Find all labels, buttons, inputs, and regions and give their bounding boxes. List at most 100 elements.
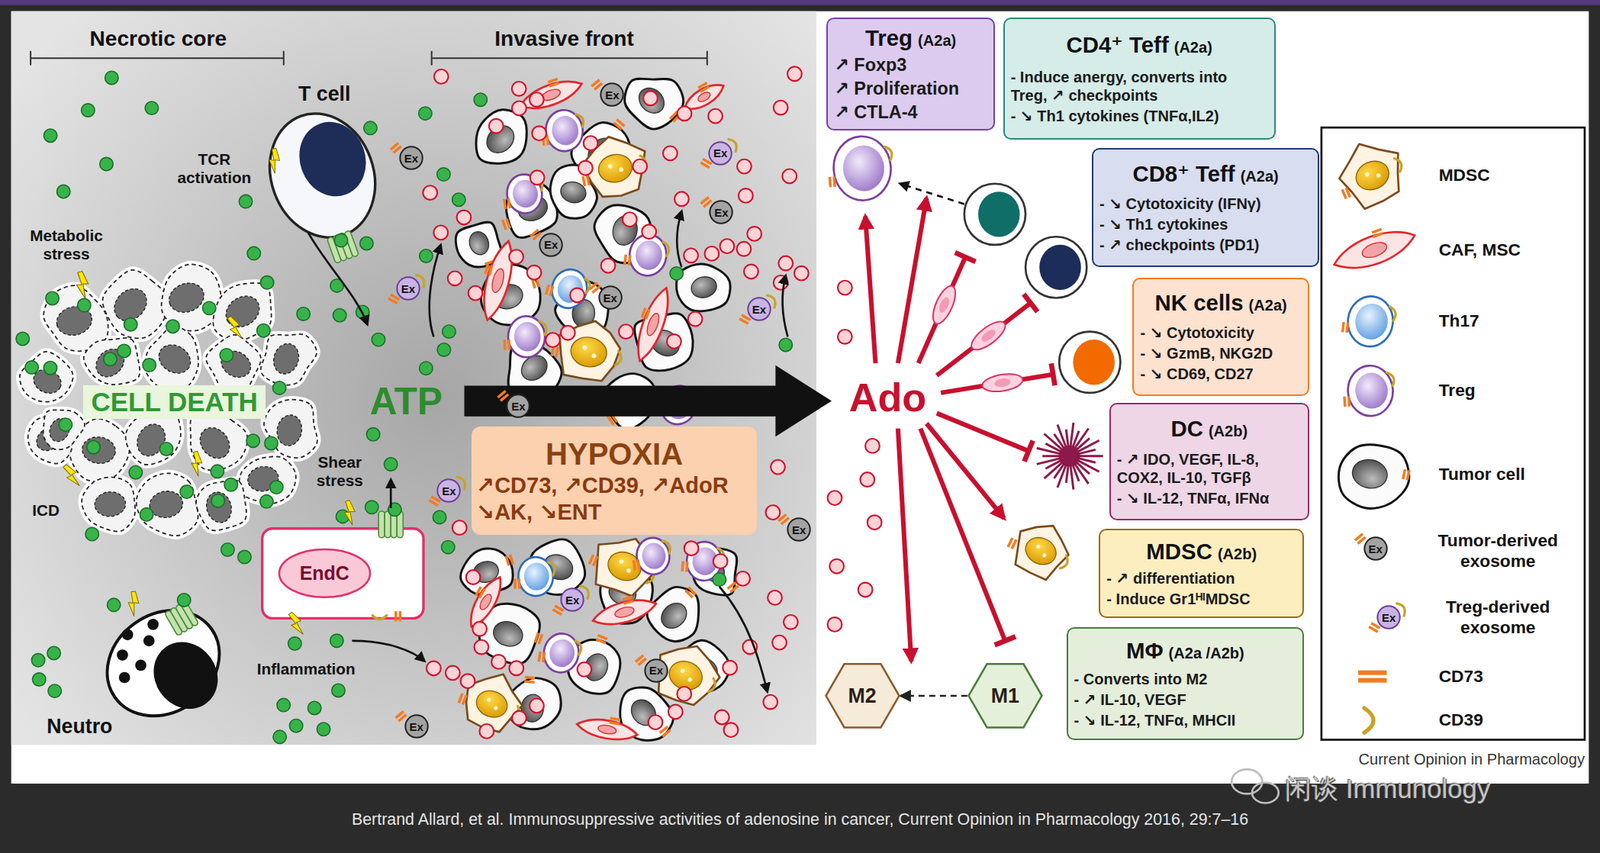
- nk-cell-membrane: [1059, 331, 1121, 393]
- dead-cell: [125, 411, 181, 465]
- pink-treg-membrane: [967, 316, 1010, 355]
- caf-cell: [589, 589, 659, 631]
- legend-label: Treg-derived exosome: [1421, 596, 1575, 639]
- mdsc-cell: [574, 130, 654, 203]
- dead-cell-membrane: [260, 334, 317, 386]
- cd73-bar: [428, 498, 439, 507]
- legend-anchor: Tumor cell: [1439, 463, 1526, 485]
- atp-dot: [473, 93, 487, 107]
- dead-cell-nucleus: [164, 278, 209, 318]
- atp-dot: [47, 646, 61, 660]
- stress-bolt: [123, 589, 142, 616]
- cd73-bar: [524, 676, 536, 680]
- mdsc-nucleus: [595, 151, 635, 185]
- cd73-marker: [503, 339, 512, 351]
- cd73-bar: [585, 175, 591, 187]
- cd73-bar: [606, 415, 615, 426]
- atp-dot: [437, 167, 451, 181]
- atp-dot: [58, 418, 72, 432]
- pink-treg-nucleus: [979, 327, 998, 345]
- label-anchor: Shear stress: [305, 453, 374, 490]
- cd73-marker: [513, 578, 521, 590]
- exosome-disc: [507, 395, 530, 418]
- legend-label: CAF, MSC: [1439, 239, 1521, 261]
- cd73-bar: [687, 585, 697, 596]
- label-anchor: Necrotic core: [90, 26, 227, 52]
- legend-icon: [1327, 218, 1420, 278]
- box-header: NK cells(A2a): [1139, 289, 1301, 316]
- caf-membrane: [575, 715, 639, 744]
- atp-dot: [246, 434, 260, 448]
- pink-treg-membrane: [981, 371, 1024, 395]
- th17-cell-nucleus: [1353, 301, 1391, 342]
- dead-cell-membrane: [19, 351, 74, 403]
- cd8-cell: [1025, 236, 1087, 298]
- dead-cell-halo: [81, 476, 136, 532]
- adenosine-dot: [529, 698, 545, 714]
- atp-dot: [99, 157, 113, 171]
- atp-dot: [331, 683, 345, 697]
- adenosine-dot: [859, 472, 875, 487]
- stress-label: Inflammation: [257, 659, 356, 679]
- adenosine-dot: [618, 324, 634, 339]
- box-body: - ↗ differentiation- Induce Gr1ᴴᴵMDSC: [1106, 569, 1297, 609]
- dead-cell-halo: [260, 334, 317, 386]
- tumor-membrane: [680, 534, 753, 607]
- region-bracket: [30, 51, 284, 66]
- tissue-ground: [11, 11, 817, 746]
- atp-dot: [418, 106, 432, 120]
- cd73-bar: [1358, 678, 1387, 683]
- cd39-marker: [1059, 555, 1070, 570]
- neutrophil-granule: [116, 649, 129, 661]
- atp-dot: [419, 249, 433, 263]
- box-heading: DC: [1170, 415, 1203, 442]
- exosome-disc: [1377, 605, 1400, 628]
- cd73-bar: [549, 81, 561, 88]
- adenosine-dot: [531, 125, 547, 141]
- adenosine-dot: [583, 135, 599, 151]
- dead-cell-halo: [102, 270, 168, 339]
- mdsc-cell: [643, 634, 728, 712]
- dead-cell: [43, 409, 85, 450]
- hypoxia-text: HYPOXIA: [545, 435, 683, 473]
- atp-dot: [180, 485, 194, 499]
- exosome-text: Ex: [401, 282, 416, 296]
- label-anchor: Invasive front: [494, 26, 635, 52]
- mdsc-granule: [618, 167, 625, 173]
- dead-cell: [102, 270, 168, 339]
- exosome-disc: [787, 518, 810, 541]
- adenosine-dot: [683, 247, 699, 263]
- cell-death-text: CELL DEATH: [90, 386, 258, 418]
- adenosine-dot: [643, 90, 658, 106]
- atp-channel: [326, 230, 359, 264]
- treg-cell-nucleus: [550, 114, 580, 147]
- mdsc-nucleus: [472, 686, 512, 722]
- atp-dot: [202, 301, 216, 315]
- inhibition-bar: [955, 252, 976, 262]
- effect-item: - ↘ GzmB, NKG2D: [1139, 344, 1301, 363]
- dead-cell-membrane: [43, 409, 85, 450]
- adenosine-dot: [511, 711, 527, 726]
- exosome-disc: [747, 298, 770, 321]
- adenosine-dot: [688, 312, 703, 327]
- atp-dot: [106, 598, 120, 612]
- adenosine-dot: [468, 286, 483, 301]
- adenosine-activation: [898, 428, 912, 662]
- treg-cell-membrane: [540, 630, 582, 675]
- caf-membrane: [517, 74, 586, 116]
- cd73-bar: [1401, 469, 1407, 480]
- atp-dot: [142, 358, 156, 372]
- legend-label: Tumor-derived exosome: [1421, 530, 1575, 573]
- atp-dot: [211, 494, 225, 508]
- cd73-bar: [554, 346, 560, 358]
- adenosine-dot: [569, 288, 585, 303]
- adenosine-dot: [867, 515, 883, 530]
- cd73-bar: [541, 652, 547, 664]
- nk-cell-nucleus: [1072, 339, 1115, 385]
- atp-dot: [264, 436, 278, 450]
- cd73-bar: [636, 559, 641, 570]
